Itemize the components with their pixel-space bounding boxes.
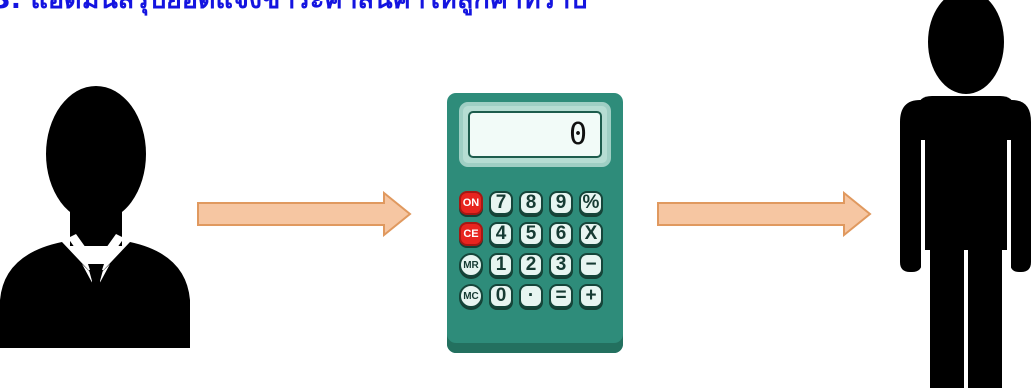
customer-person-icon (900, 0, 1031, 388)
right-arrow-icon (197, 191, 412, 237)
calc-key-5: 5 (519, 222, 543, 246)
calc-key-8: 8 (519, 191, 543, 215)
calculator-icon: 0 ON 7 8 9 % CE 4 5 6 X MR 1 2 3 − MC 0 … (447, 93, 623, 353)
calculator-screen-inner: 0 (468, 111, 602, 158)
calc-key-3: 3 (549, 253, 573, 277)
calc-key-on: ON (459, 191, 483, 215)
calc-key-minus: − (579, 253, 603, 277)
right-arrow-icon (657, 191, 872, 237)
calc-key-percent: % (579, 191, 603, 215)
calc-key-mc: MC (459, 284, 483, 308)
page-title: 3. แอดมินสรุปยอดแจ้งชำระค่าสินค้าให้ลูกค… (0, 0, 588, 16)
calculator-keypad: ON 7 8 9 % CE 4 5 6 X MR 1 2 3 − MC 0 · … (459, 191, 615, 308)
calc-key-multiply: X (579, 222, 603, 246)
calc-key-9: 9 (549, 191, 573, 215)
calculator-screen: 0 (459, 102, 611, 167)
calc-key-plus: + (579, 284, 603, 308)
calc-key-ce: CE (459, 222, 483, 246)
calc-key-6: 6 (549, 222, 573, 246)
calculator-display: 0 (568, 117, 588, 152)
calc-key-dot: · (519, 284, 543, 308)
calc-key-0: 0 (489, 284, 513, 308)
calc-key-1: 1 (489, 253, 513, 277)
calc-key-7: 7 (489, 191, 513, 215)
calc-key-4: 4 (489, 222, 513, 246)
calc-key-2: 2 (519, 253, 543, 277)
calc-key-equals: = (549, 284, 573, 308)
admin-person-icon (0, 86, 190, 348)
calc-key-mr: MR (459, 253, 483, 277)
